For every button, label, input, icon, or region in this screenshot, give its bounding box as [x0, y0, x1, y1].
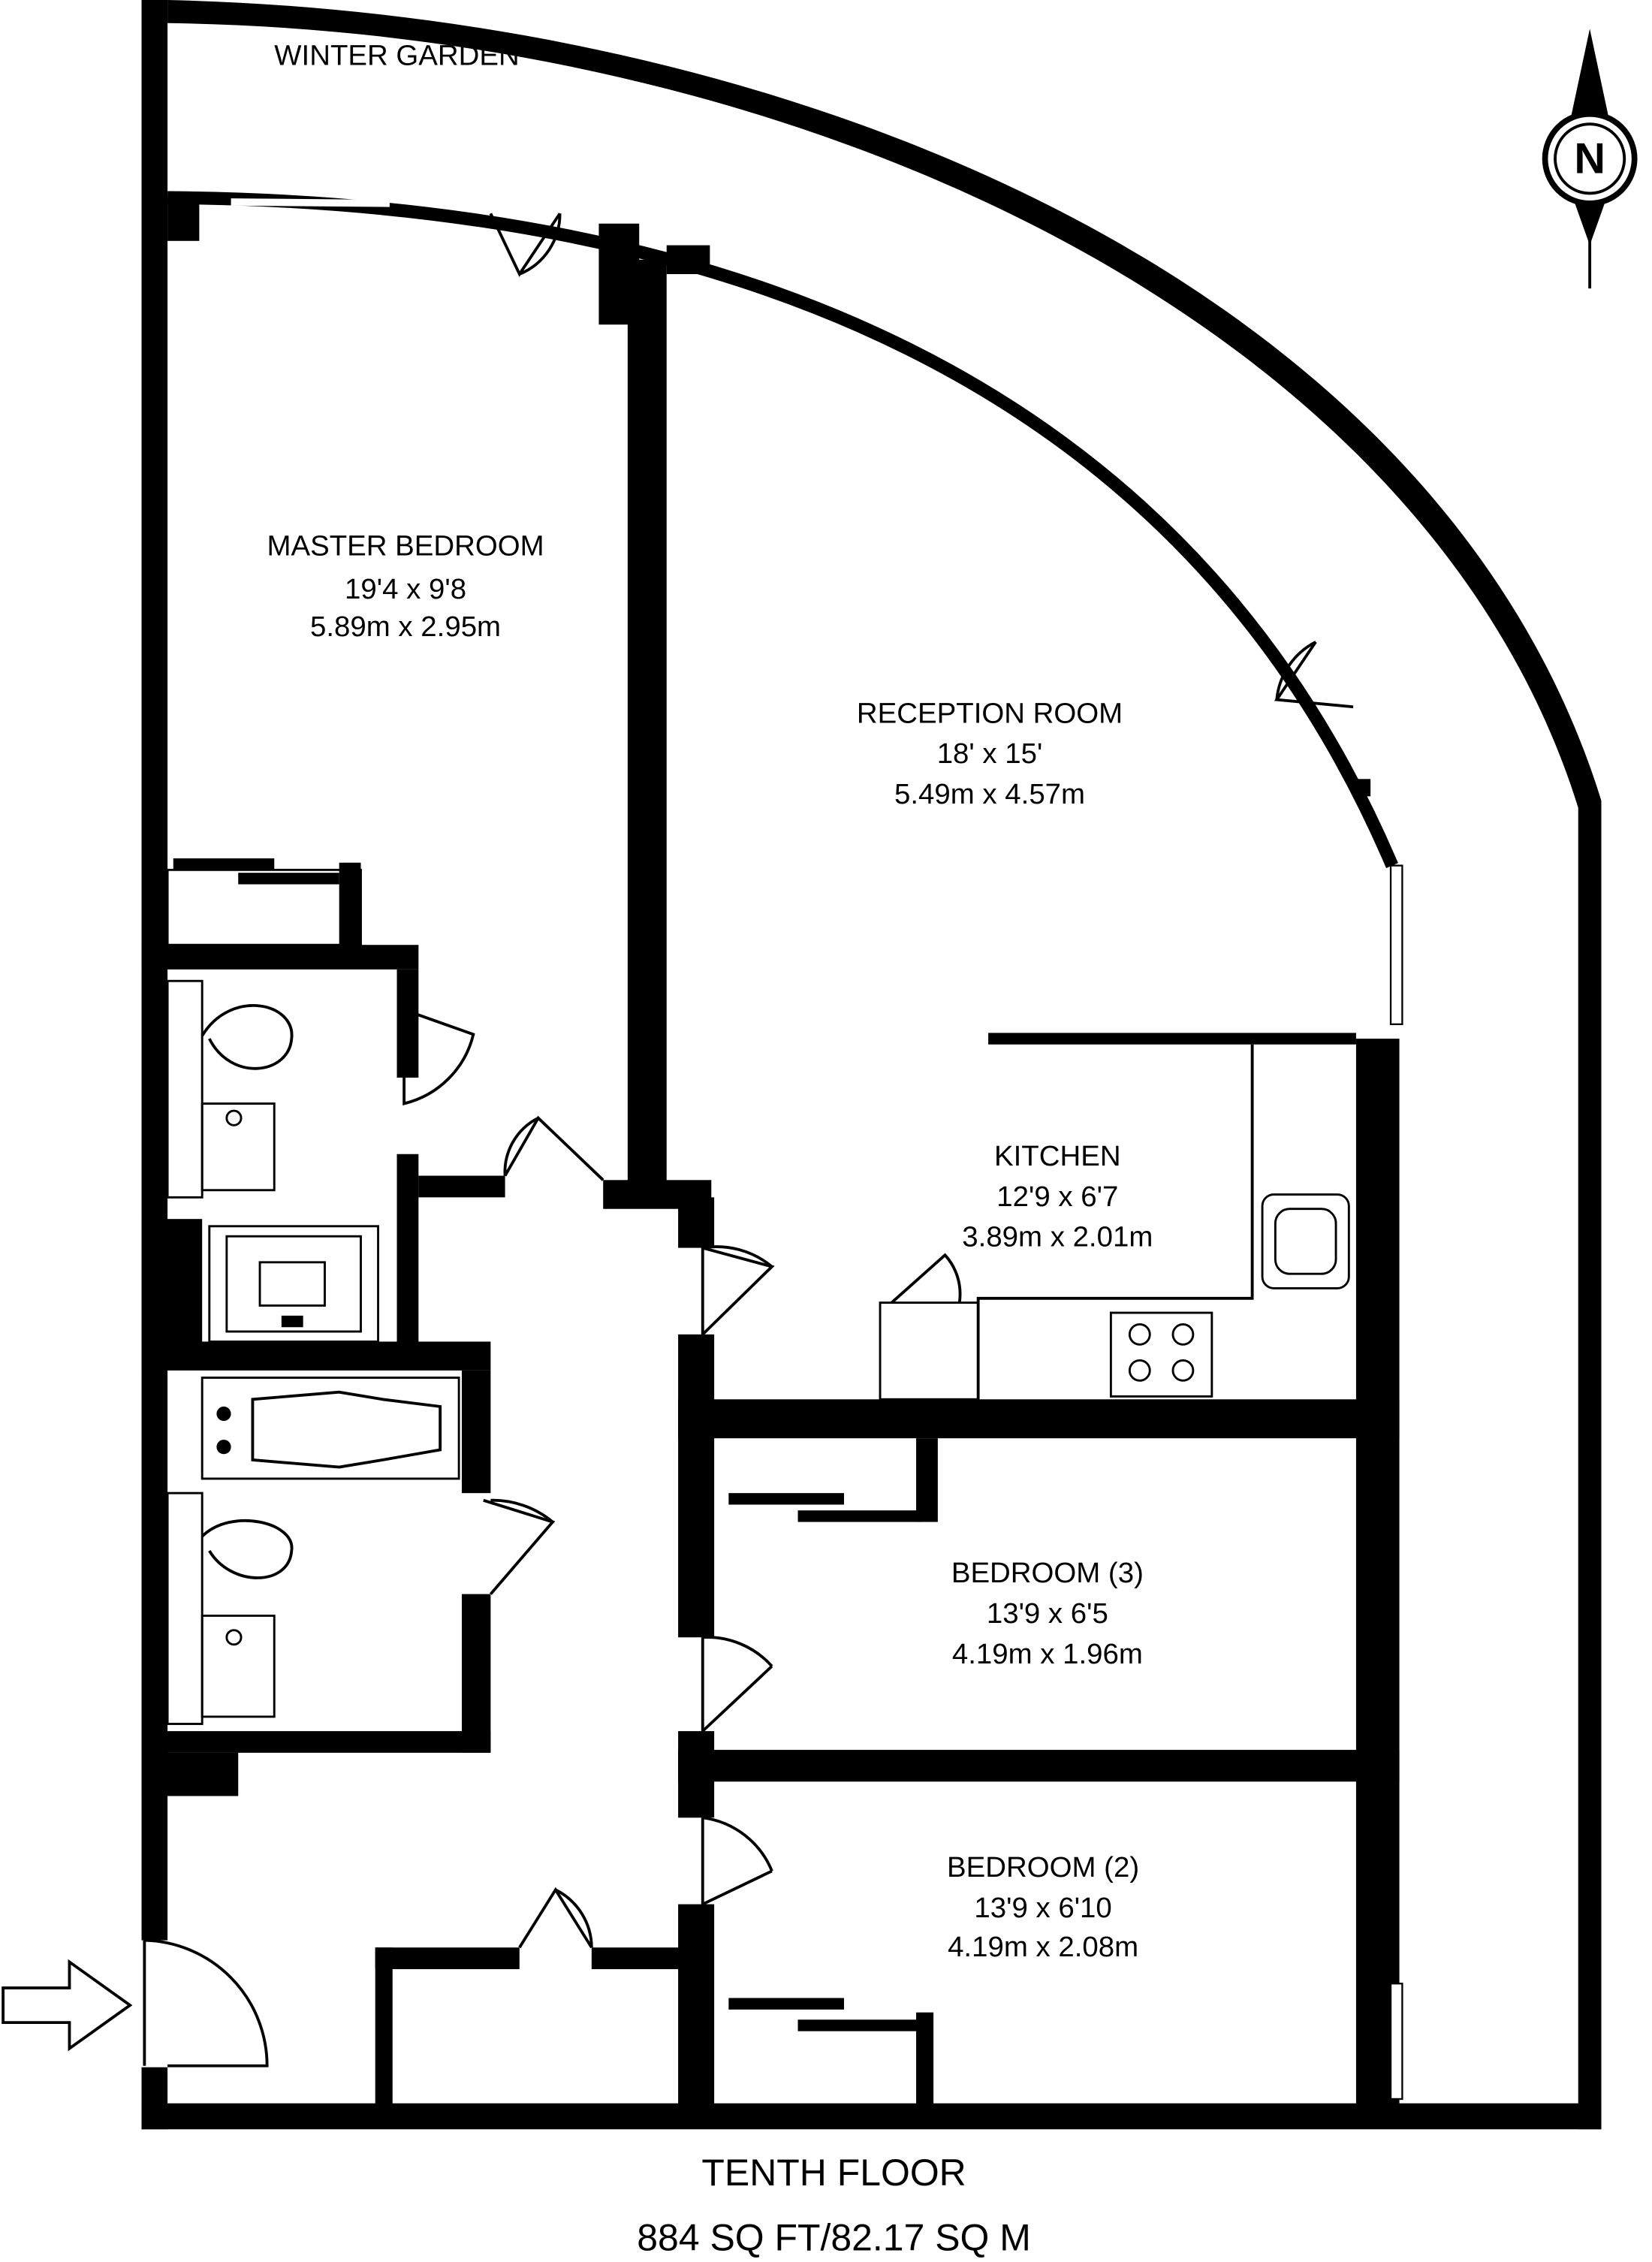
room-name: RECEPTION ROOM — [857, 697, 1123, 729]
room-metric: 5.89m x 2.95m — [310, 611, 501, 643]
floor-area: 884 SQ FT/82.17 SQ M — [637, 2217, 1031, 2259]
room-imperial: 13'9 x 6'10 — [974, 1892, 1111, 1924]
room-imperial: 12'9 x 6'7 — [996, 1181, 1118, 1213]
room-name: BEDROOM (2) — [947, 1851, 1139, 1883]
room-imperial: 18' x 15' — [937, 737, 1043, 770]
winter-garden-door — [489, 213, 562, 277]
winter-garden-label: WINTER GARDEN — [274, 39, 519, 71]
reception-glazing — [167, 191, 1398, 868]
interior-walls — [141, 259, 1400, 2107]
entrance-door — [140, 1938, 269, 2067]
kitchen-fixtures — [879, 1044, 1350, 1401]
kitchen-label: KITCHEN 12'9 x 6'7 3.89m x 2.01m — [962, 1140, 1153, 1253]
compass-letter: N — [1574, 135, 1605, 183]
entrance-arrow-icon — [2, 1959, 133, 2052]
room-name: BEDROOM (3) — [951, 1557, 1144, 1589]
bedroom-2-label: BEDROOM (2) 13'9 x 6'10 4.19m x 2.08m — [947, 1851, 1139, 1963]
floor-title: TENTH FLOOR — [701, 2152, 966, 2194]
master-bedroom-label: MASTER BEDROOM 19'4 x 9'8 5.89m x 2.95m — [267, 530, 544, 644]
room-metric: 5.49m x 4.57m — [894, 778, 1085, 810]
room-imperial: 19'4 x 9'8 — [345, 573, 466, 605]
room-metric: 4.19m x 1.96m — [952, 1638, 1143, 1670]
outer-walls — [141, 0, 1602, 2130]
reception-room-label: RECEPTION ROOM 18' x 15' 5.49m x 4.57m — [857, 697, 1123, 810]
room-name: MASTER BEDROOM — [267, 530, 544, 562]
room-metric: 4.19m x 2.08m — [948, 1931, 1138, 1963]
room-imperial: 13'9 x 6'5 — [987, 1597, 1108, 1630]
reception-balcony-door — [1274, 641, 1354, 709]
room-metric: 3.89m x 2.01m — [962, 1221, 1153, 1253]
doors — [402, 1007, 775, 1949]
north-compass-icon: N — [1542, 29, 1638, 289]
bedroom-3-label: BEDROOM (3) 13'9 x 6'5 4.19m x 1.96m — [951, 1557, 1144, 1670]
room-name: KITCHEN — [994, 1140, 1121, 1172]
bathroom-fixtures — [166, 979, 460, 1725]
